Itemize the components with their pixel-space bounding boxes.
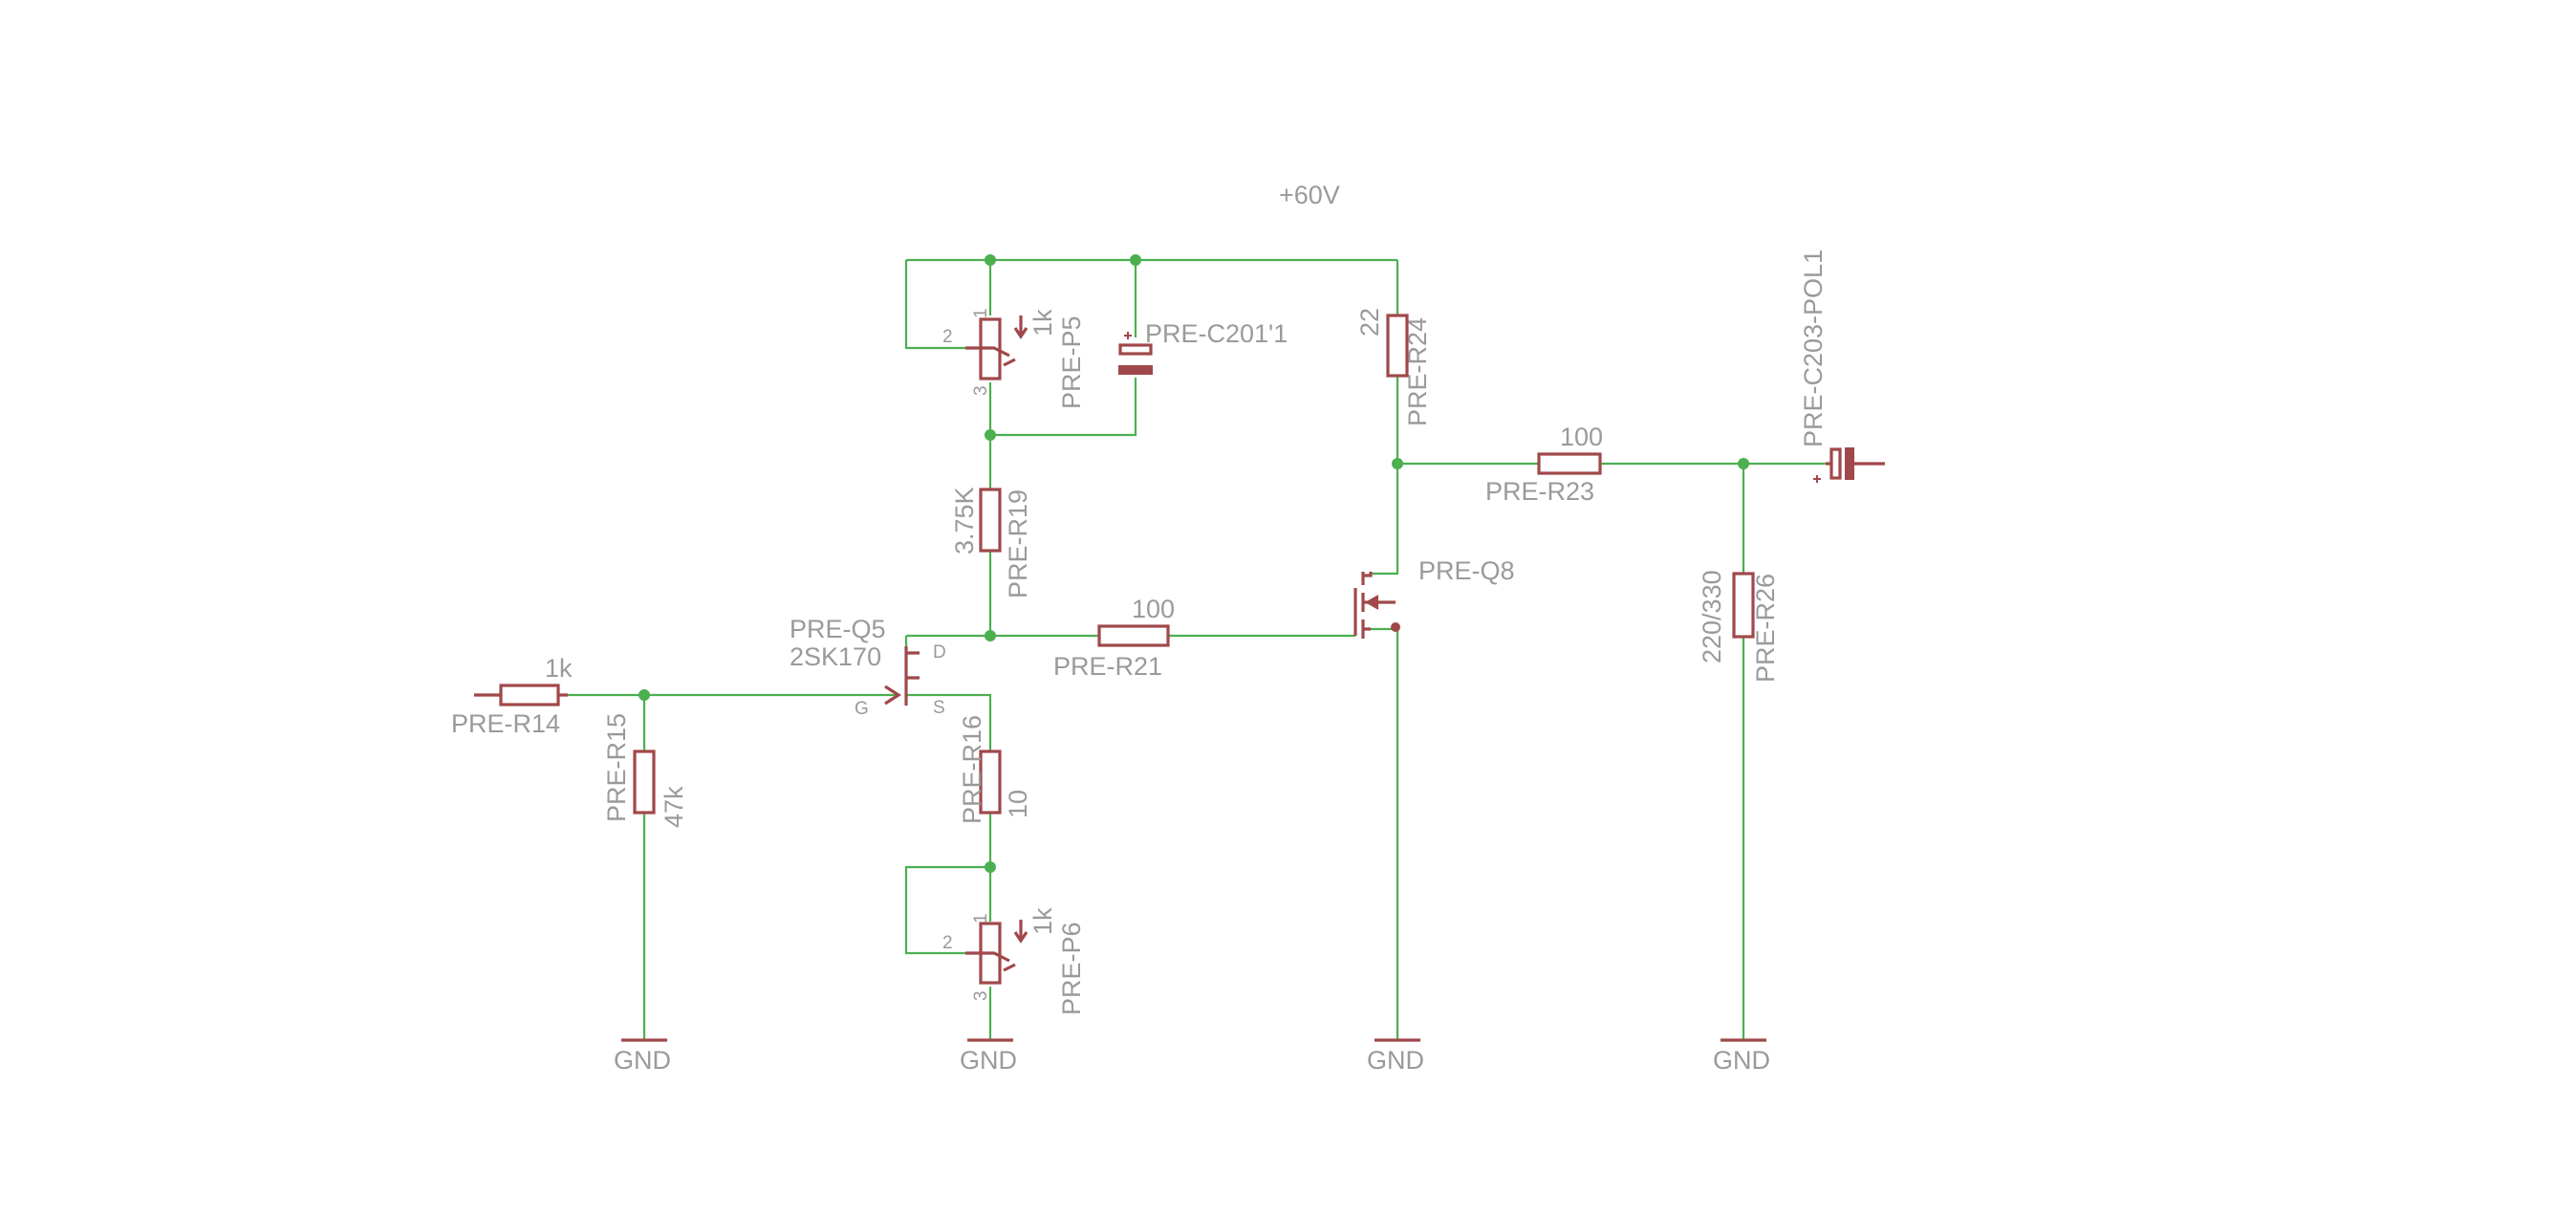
gnd-label: GND — [960, 1046, 1017, 1075]
gnd-label: GND — [614, 1046, 671, 1075]
r16-name: PRE-R16 — [958, 715, 986, 824]
r24-symbol — [1386, 314, 1409, 378]
q5-name: PRE-Q5 — [790, 615, 886, 643]
p5-name: PRE-P5 — [1057, 315, 1086, 409]
r14-name: PRE-R14 — [451, 709, 560, 738]
q5-pin-g: G — [855, 699, 869, 719]
q5-jfet-symbol — [884, 646, 920, 706]
c203-name: PRE-C203-POL1 — [1799, 250, 1828, 447]
c201-symbol — [1118, 332, 1153, 375]
gnd-label: GND — [1367, 1046, 1424, 1075]
r19-value: 3.75K — [950, 487, 979, 554]
junction-dot — [985, 630, 996, 641]
r15-symbol — [633, 750, 656, 815]
q8-mosfet-symbol — [1353, 572, 1400, 639]
r24-name: PRE-R24 — [1403, 317, 1432, 426]
p6-pin3: 3 — [971, 990, 991, 1001]
junctions — [639, 254, 1749, 873]
p5-pin1: 1 — [971, 308, 991, 318]
p5-pin2: 2 — [942, 327, 953, 347]
p6-pin2: 2 — [942, 933, 953, 953]
junction-dot — [1392, 458, 1403, 469]
r15-name: PRE-R15 — [602, 713, 631, 822]
r21-name: PRE-R21 — [1053, 652, 1162, 681]
q8-name: PRE-Q8 — [1418, 556, 1515, 585]
r19-name: PRE-R19 — [1004, 489, 1032, 598]
p6-pin1: 1 — [971, 913, 991, 924]
r26-name: PRE-R26 — [1751, 574, 1780, 683]
c203-symbol — [1813, 447, 1885, 483]
p6-value: 1k — [1028, 907, 1057, 935]
r14-value: 1k — [545, 654, 573, 683]
p5-pin3: 3 — [971, 385, 991, 396]
c201-branch-wire — [990, 260, 1137, 437]
p5-symbol — [965, 315, 1028, 380]
r16-value: 10 — [1004, 790, 1032, 818]
r26-symbol — [1732, 572, 1755, 639]
q8-source-wire — [1371, 627, 1399, 1040]
q5-value: 2SK170 — [790, 642, 881, 671]
q8-drain-wire — [1371, 464, 1399, 576]
c201-name: PRE-C201'1 — [1145, 319, 1288, 348]
r16-symbol — [979, 750, 1002, 815]
p5-wiper-loop-wire — [904, 260, 992, 350]
junction-dot — [985, 254, 996, 266]
supply-rail-wire — [906, 258, 1399, 315]
r14-symbol — [474, 684, 568, 706]
r24-value: 22 — [1355, 308, 1384, 337]
junction-dot — [985, 429, 996, 441]
labels: +60V 1k PRE-R14 PRE-R15 47k PRE-Q5 2SK17… — [451, 181, 1828, 1075]
junction-dot — [639, 689, 650, 701]
q5-pin-s: S — [933, 698, 945, 718]
wires — [568, 258, 1826, 1040]
r21-symbol — [1097, 624, 1170, 647]
junction-dot — [985, 861, 996, 873]
r23-name: PRE-R23 — [1485, 477, 1594, 506]
junction-dot — [1130, 254, 1141, 266]
p6-name: PRE-P6 — [1057, 922, 1086, 1015]
r26-value: 220/330 — [1698, 570, 1726, 663]
p6-wiper-loop-wire — [904, 865, 992, 955]
r23-value: 100 — [1560, 423, 1603, 451]
p5-value: 1k — [1028, 309, 1057, 337]
supply-label: +60V — [1279, 181, 1340, 209]
p6-symbol — [965, 920, 1028, 985]
r15-value: 47k — [660, 786, 688, 828]
r21-value: 100 — [1132, 595, 1175, 623]
q5-pin-d: D — [933, 642, 946, 663]
r23-symbol — [1537, 452, 1602, 475]
junction-dot — [1738, 458, 1749, 469]
symbols — [474, 314, 1885, 1042]
r19-symbol — [979, 488, 1002, 553]
gnd-label: GND — [1713, 1046, 1770, 1075]
